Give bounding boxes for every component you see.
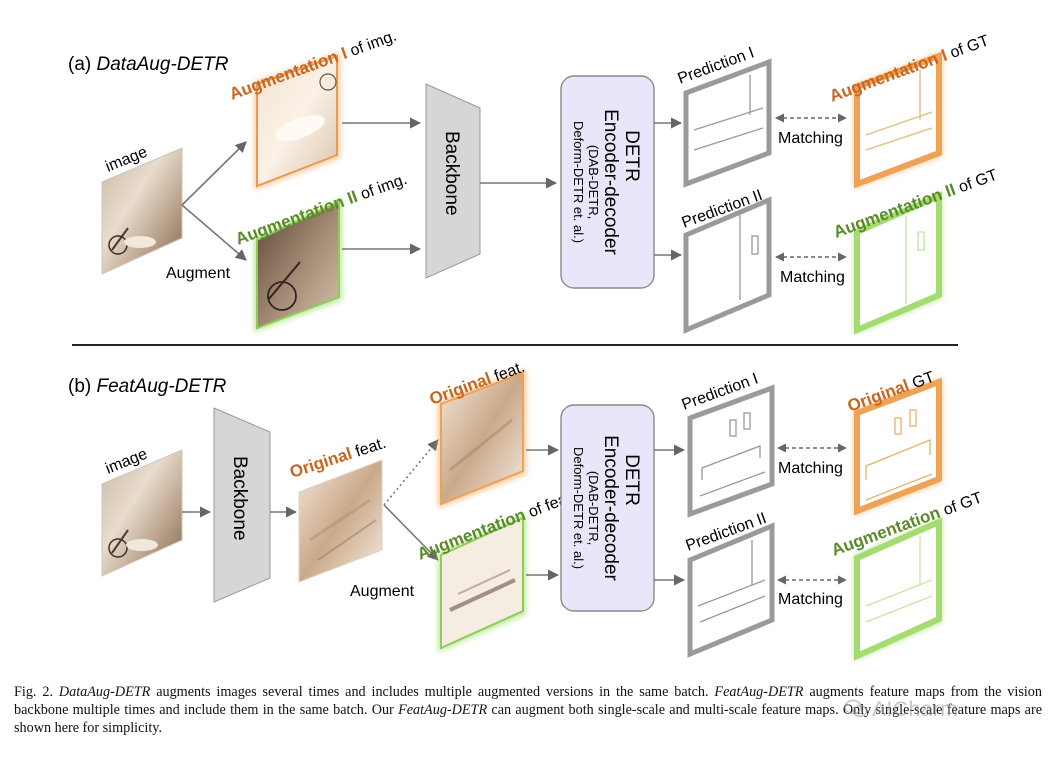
wechat-icon	[844, 699, 868, 717]
svg-text:(DAB-DETR,: (DAB-DETR,	[586, 471, 601, 545]
panel-a-gt-2	[854, 191, 942, 335]
panel-a-input-image	[101, 147, 183, 275]
panel-b-gt-1	[854, 377, 942, 516]
panel-b-gt-2	[854, 517, 942, 661]
panel-a-backbone-label: Backbone	[441, 131, 462, 216]
panel-a-matching-1: Matching	[778, 130, 843, 147]
watermark-text: AICharm	[872, 698, 959, 721]
panel-a-augment-label: Augment	[166, 265, 231, 282]
figure-caption: Fig. 2. DataAug-DETR augments images sev…	[14, 683, 1042, 737]
svg-text:Deform-DETR et. al.): Deform-DETR et. al.)	[571, 121, 586, 243]
panel-a-matching-2: Matching	[780, 269, 845, 286]
panel-b-title: (b) FeatAug-DETR	[68, 376, 227, 397]
caption-emph-2: FeatAug-DETR	[714, 684, 804, 700]
caption-text-3: can augment both single-scale and multi-…	[14, 702, 1042, 736]
panel-b-detr-box	[560, 404, 655, 612]
panel-b-orig-feat-copy	[438, 369, 526, 508]
arrow-a-img-aug1	[181, 141, 247, 206]
caption-fig: Fig. 2.	[14, 684, 59, 700]
panel-a-gt-1	[854, 51, 942, 189]
panel-a-aug2-image	[254, 198, 342, 332]
svg-text:Deform-DETR et. al.): Deform-DETR et. al.)	[571, 447, 586, 569]
panel-a-prediction-2	[683, 196, 772, 334]
caption-text-1: augments images several times and includ…	[150, 684, 715, 700]
svg-text:Encoder-decoder: Encoder-decoder	[600, 109, 621, 255]
arrow-a-img-aug2	[181, 204, 247, 261]
caption-emph-1: DataAug-DETR	[58, 684, 151, 700]
arrow-b-feat-aug	[383, 504, 439, 561]
svg-text:(DAB-DETR,: (DAB-DETR,	[586, 145, 601, 219]
panel-a-title: (a) DataAug-DETR	[68, 54, 229, 75]
panel-b-matching-2: Matching	[778, 591, 843, 608]
svg-text:Encoder-decoder: Encoder-decoder	[600, 435, 621, 581]
arrow-b-feat-orig	[383, 439, 439, 506]
panel-b-backbone	[213, 407, 271, 603]
panel-b-prediction-1	[687, 384, 775, 518]
panel-b-detr-label: DETR Encoder-decoder (DAB-DETR, Deform-D…	[571, 435, 642, 581]
caption-emph-3: FeatAug-DETR	[398, 702, 488, 718]
panel-a-detr-label: DETR Encoder-decoder (DAB-DETR, Deform-D…	[571, 109, 642, 255]
svg-text:DETR: DETR	[621, 454, 642, 506]
panel-a-backbone	[425, 83, 481, 279]
caption-text-2: augments feature maps from the vision ba…	[14, 684, 1042, 718]
panel-a-prediction-1	[683, 58, 772, 188]
panel-b-augment-label: Augment	[350, 583, 415, 600]
panel-b-aug-feat	[438, 514, 526, 652]
panel-b-matching-1: Matching	[778, 460, 843, 477]
panel-b-input-image	[101, 449, 183, 577]
panel-b-original-feat	[298, 459, 383, 583]
panel-b-backbone-label: Backbone	[229, 456, 250, 541]
panel-b-prediction-2	[687, 522, 775, 658]
panel-a-detr-box	[560, 75, 655, 289]
diagram: (a) DataAug-DETR image Augment Augmentat…	[68, 28, 1000, 661]
svg-text:DETR: DETR	[621, 130, 642, 182]
panel-a-aug1-image	[254, 52, 340, 190]
